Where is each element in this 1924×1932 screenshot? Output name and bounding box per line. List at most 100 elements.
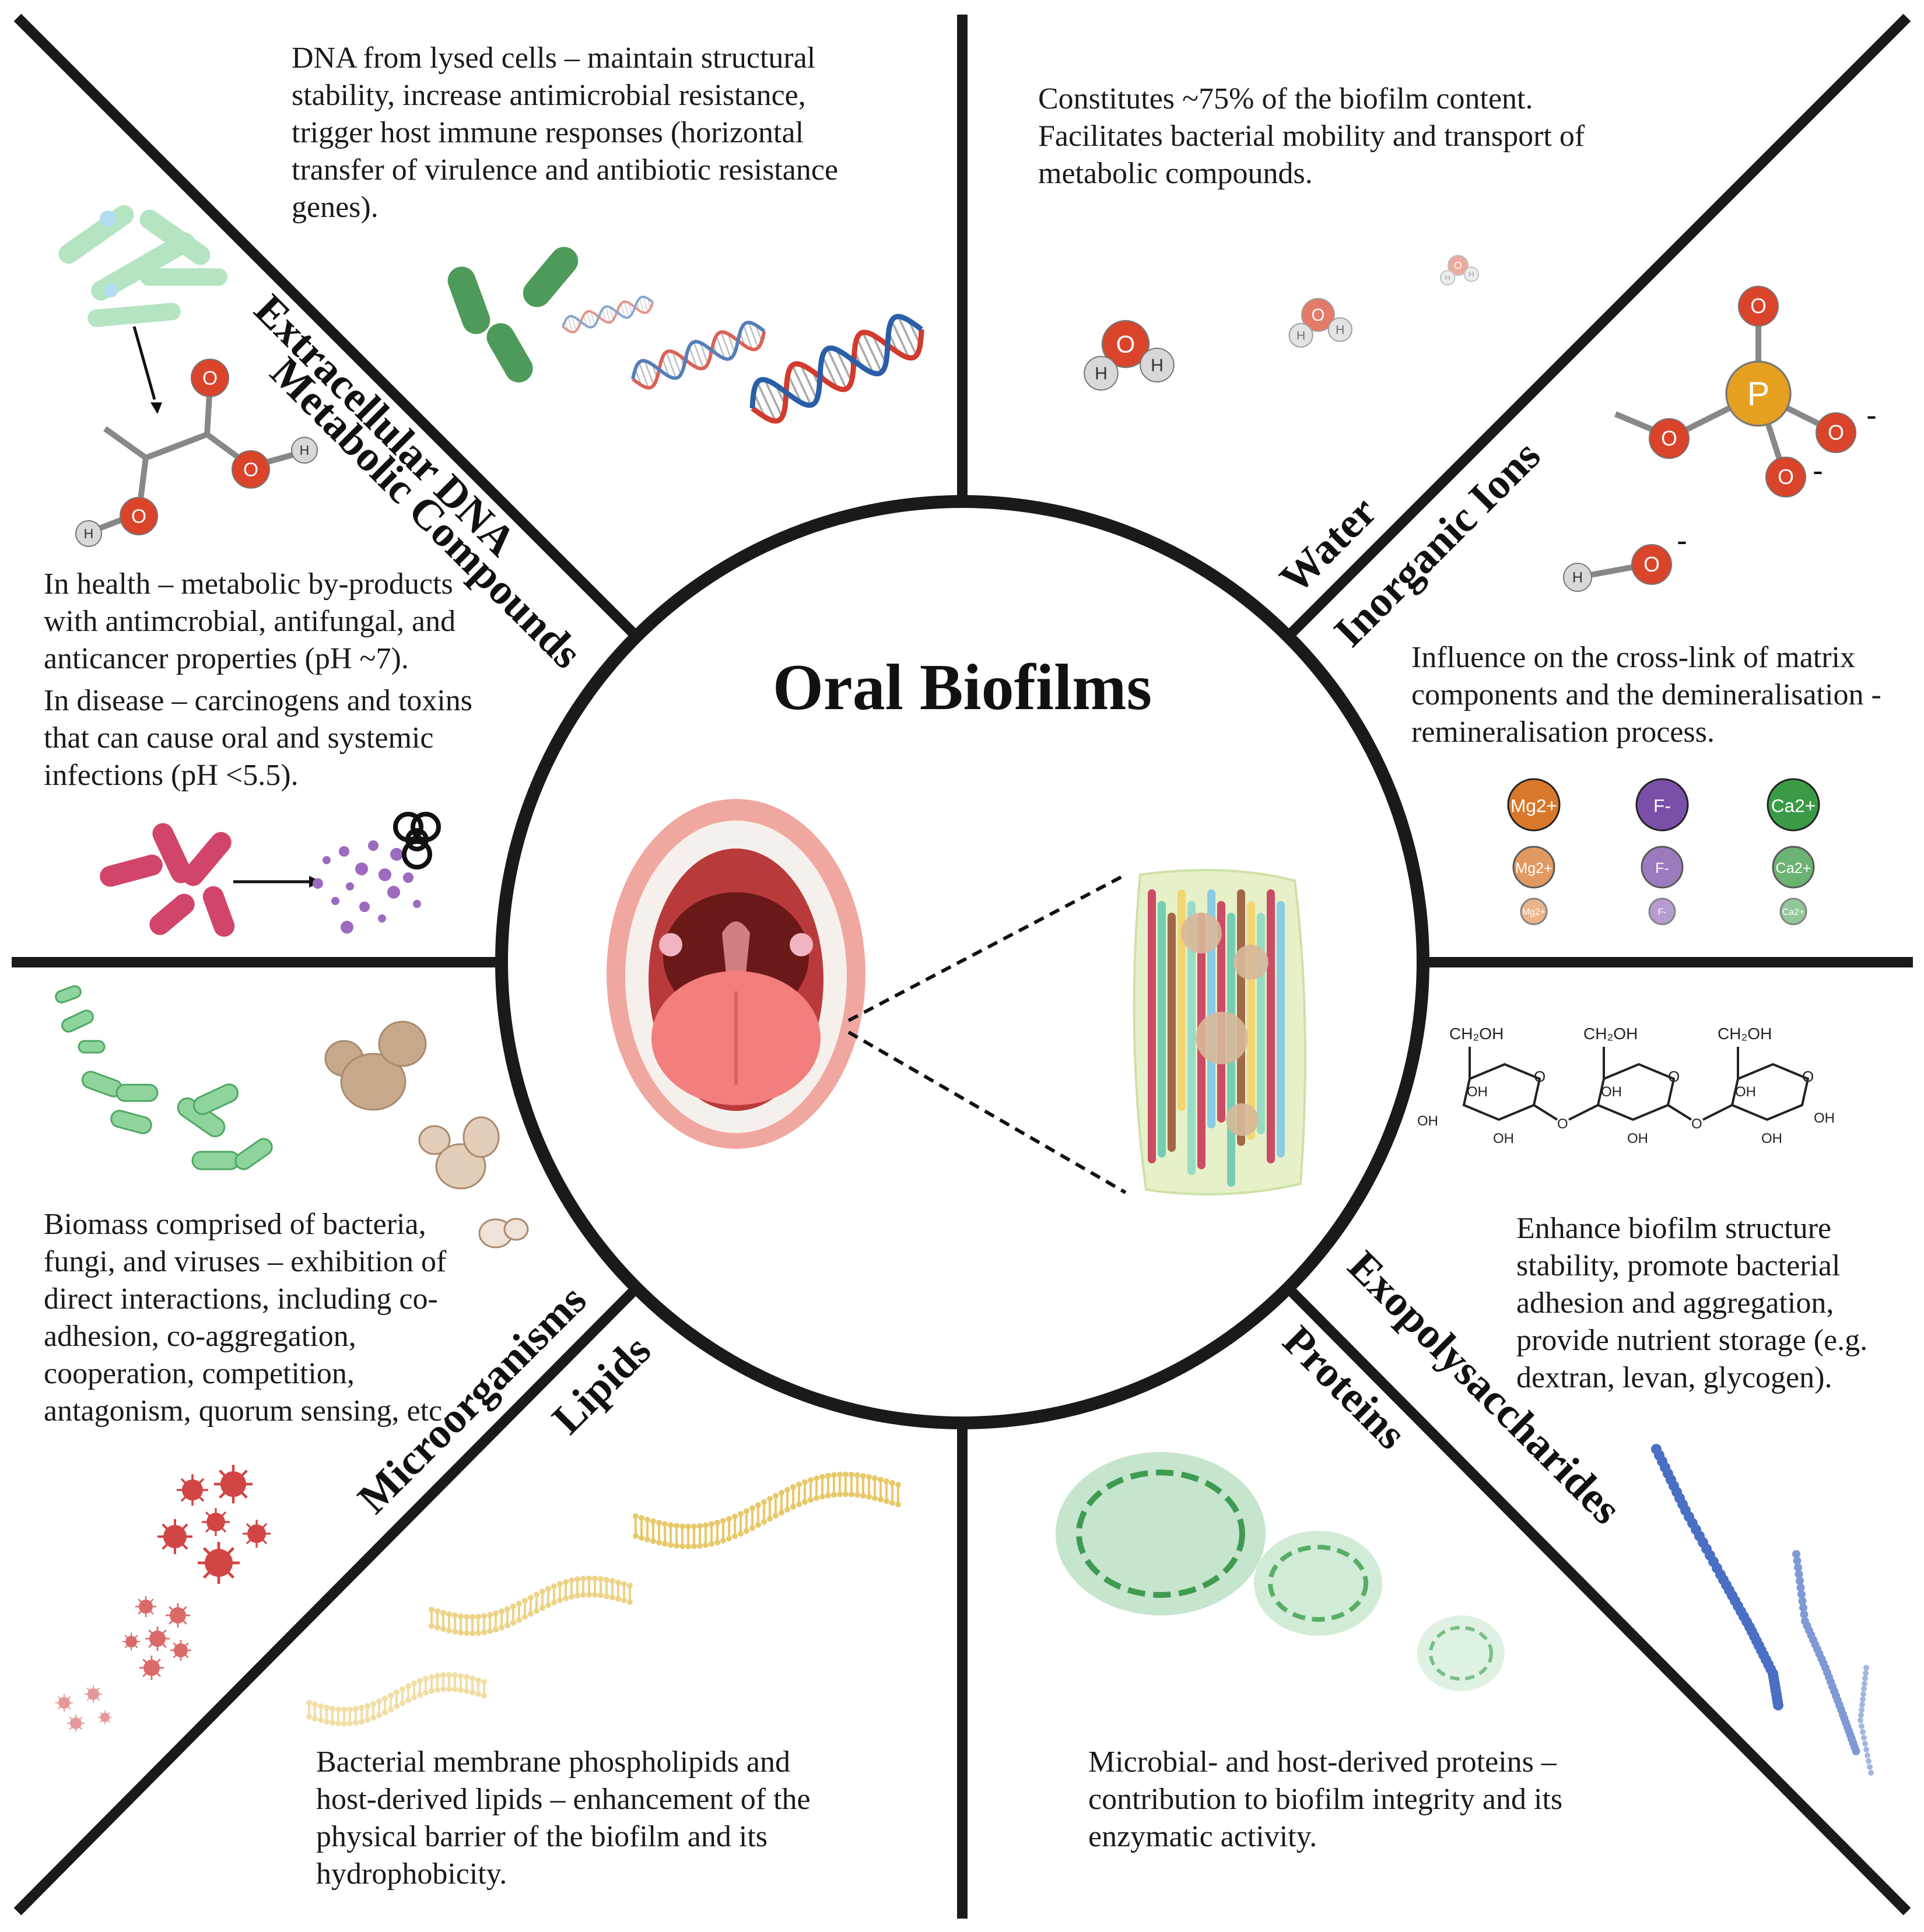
- virus-icon: [170, 1640, 191, 1661]
- toxin-dot: [359, 902, 370, 912]
- svg-text:H: H: [300, 443, 310, 458]
- oxygen-atom: O: [232, 450, 270, 489]
- section-dividers: [12, 13, 1913, 1919]
- water-molecule: OH H: [1084, 320, 1175, 391]
- glycosidic-bond: [1533, 1104, 1558, 1121]
- oh-label: OH: [1761, 1131, 1782, 1146]
- hydrogen-atom: H: [1288, 322, 1313, 348]
- biofilm-rod: [1217, 901, 1225, 1123]
- divider-top-left: [13, 13, 640, 640]
- charge-sign: -: [1866, 398, 1877, 433]
- bacteria-cluster-top-left: [58, 205, 227, 327]
- biofilm-rod: [1277, 901, 1285, 1158]
- microorganisms-text: Biomass comprised of bacteria, fungi, an…: [44, 1208, 450, 1428]
- svg-text:F-: F-: [1653, 795, 1671, 816]
- charge-sign: -: [1677, 523, 1687, 558]
- ion-circle: F-: [1641, 846, 1684, 889]
- svg-text:F-: F-: [1655, 860, 1669, 876]
- hydrogen-atom: H: [1463, 267, 1480, 282]
- svg-text:O: O: [202, 368, 218, 390]
- hydrogen-atom: H: [1563, 563, 1592, 592]
- oh-label: OH: [1735, 1084, 1756, 1100]
- svg-text:O: O: [1778, 465, 1794, 489]
- polysaccharide-chain-icons: [1651, 1444, 1874, 1776]
- svg-text:Mg2+: Mg2+: [1522, 907, 1545, 917]
- toxin-dot: [323, 856, 331, 864]
- zoom-line-lower: [847, 1030, 1127, 1194]
- proteins-text: Microbial- and host-derived proteins – c…: [1088, 1745, 1563, 1853]
- glycosidic-bond: [1568, 1104, 1599, 1121]
- toxin-dot: [403, 872, 413, 883]
- ring-oxygen-label: O: [1534, 1068, 1545, 1085]
- dna-helix: [631, 320, 766, 390]
- toxin-dot: [379, 868, 391, 881]
- virus-icon: [214, 1465, 253, 1503]
- lactic-acid-molecule: [89, 384, 304, 535]
- svg-text:O: O: [1828, 421, 1844, 444]
- toxin-dot: [313, 878, 323, 889]
- oxygen-atom: O: [1765, 456, 1807, 498]
- hydrogen-atom: H: [75, 520, 102, 547]
- oh-label: OH: [1627, 1131, 1648, 1146]
- biofilm-rod: [1168, 913, 1176, 1152]
- virus-icon: [135, 1596, 156, 1617]
- oh-label: OH: [1601, 1084, 1622, 1100]
- svg-text:H: H: [1095, 364, 1108, 383]
- polysaccharide-chain: [1651, 1444, 1783, 1710]
- oh-label: OH: [1417, 1113, 1438, 1129]
- divider-bottom-left: [13, 1285, 640, 1916]
- oxygen-atom: O: [1448, 255, 1469, 276]
- biofilm-illustration: [1133, 869, 1306, 1195]
- oxygen-atom: O: [1101, 320, 1150, 369]
- oh-label: OH: [1467, 1084, 1488, 1100]
- virus-icon: [198, 1542, 240, 1584]
- svg-text:O: O: [1312, 306, 1325, 325]
- phosphorus-atom: P: [1725, 360, 1792, 427]
- ion-circle: Mg2+: [1520, 897, 1548, 925]
- svg-text:Mg2+: Mg2+: [1515, 860, 1552, 876]
- extracellular-dna-text: DNA from lysed cells – maintain structur…: [292, 41, 839, 224]
- biofilm-cell: [1196, 1012, 1248, 1064]
- polysaccharide-chain: [1792, 1550, 1860, 1755]
- toxin-dot: [339, 846, 349, 857]
- lipids-text: Bacterial membrane phospholipids and hos…: [316, 1745, 811, 1891]
- virus-icon: [55, 1694, 73, 1712]
- bridge-oxygen-label: O: [1557, 1116, 1568, 1132]
- divider-top-right: [1285, 13, 1911, 640]
- biofilm-rod: [1148, 889, 1156, 1163]
- lysed-cell-icons: [447, 247, 579, 383]
- dna-helix: [749, 314, 924, 424]
- toxin-dot: [413, 900, 421, 908]
- ion-circle: Ca2+: [1772, 846, 1815, 889]
- dna-helix-icons: [562, 295, 924, 424]
- diagram-title: Oral Biofilms: [772, 651, 1152, 724]
- biofilm-rod: [1158, 901, 1166, 1158]
- virus-icon: [157, 1519, 192, 1554]
- divider-bottom-right: [1285, 1285, 1911, 1916]
- oxygen-atom: O: [120, 497, 158, 535]
- svg-text:O: O: [1750, 294, 1767, 318]
- biofilm-cell: [1233, 945, 1268, 980]
- svg-text:H: H: [1296, 329, 1305, 342]
- virus-icon: [67, 1714, 85, 1732]
- hydrogen-atom: H: [1439, 270, 1456, 286]
- biofilm-rod: [1267, 889, 1275, 1163]
- hydrogen-atom: H: [1140, 348, 1175, 383]
- toxin-dot: [341, 921, 353, 934]
- glycosidic-bond: [1702, 1104, 1733, 1121]
- ion-circle: Mg2+: [1512, 846, 1555, 889]
- arrow-to-lactate: [132, 326, 156, 400]
- biofilm-rod: [1187, 901, 1196, 1175]
- lipid-bilayer: [633, 1471, 901, 1549]
- biofilm-cell: [1226, 1103, 1259, 1136]
- svg-text:Ca2+: Ca2+: [1771, 795, 1816, 816]
- svg-text:Ca2+: Ca2+: [1782, 907, 1804, 917]
- toxin-dots: [313, 840, 421, 934]
- virus-icon: [98, 1710, 112, 1724]
- biofilm-rod: [1247, 901, 1255, 1140]
- ion-circle: Mg2+: [1507, 778, 1561, 832]
